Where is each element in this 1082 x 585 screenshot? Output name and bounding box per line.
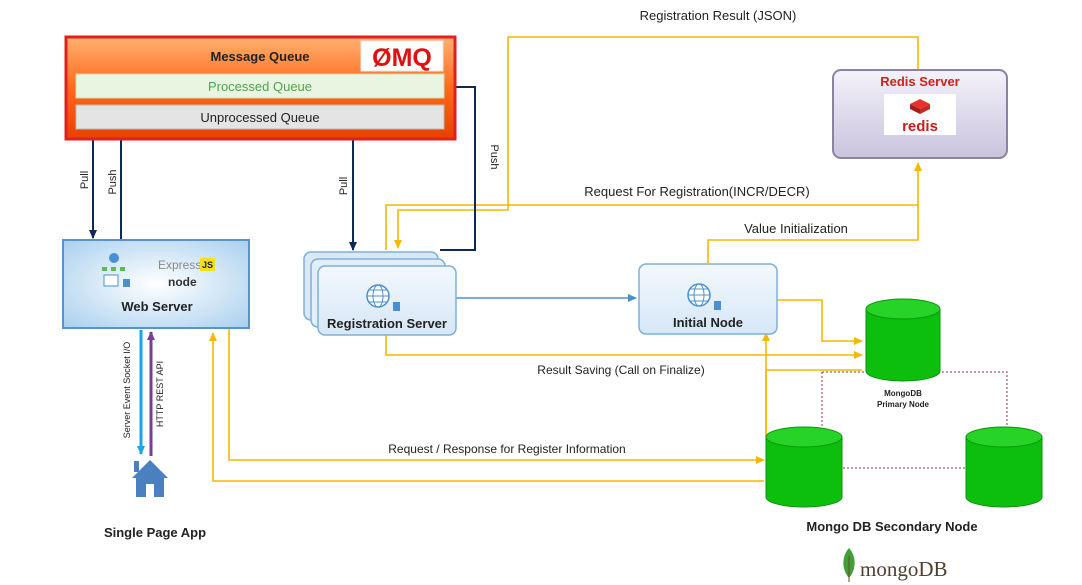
value-initialization-line [707,205,919,263]
globe-icon [687,283,721,310]
processed-queue-label: Processed Queue [208,79,312,94]
redis-logo-text: redis [902,118,938,135]
mongodb-logo-text: mongoDB [860,557,948,581]
mongo-primary-cylinder: MongoDB Primary Node [865,298,941,409]
result-saving-label: Result Saving (Call on Finalize) [537,363,704,377]
processed-queue [75,73,445,99]
registration-result-label: Registration Result (JSON) [640,8,797,23]
request-registration-label: Request For Registration(INCR/DECR) [584,184,809,199]
unprocessed-queue [75,104,445,130]
registration-server: Registration Server [303,251,457,336]
initial-node-title: Initial Node [673,315,743,330]
mongo-secondary-title: Mongo DB Secondary Node [806,519,977,534]
pull-left-label: Pull [79,171,91,189]
express-text: Express [158,258,201,272]
http-rest-label: HTTP REST API [155,361,165,427]
unprocessed-queue-label: Unprocessed Queue [200,110,319,125]
globe-icon [366,284,400,311]
web-server: Express JS node Web Server [62,239,250,329]
registration-result-line [394,36,919,249]
secondary-to-web-line [209,332,764,482]
queue-connectors [89,83,637,456]
js-badge [200,258,215,271]
pull-mid-label: Pull [338,177,350,195]
js-badge-text: JS [202,260,213,270]
zeromq-logo: ØMQ [372,44,432,72]
initial-node: Initial Node [638,263,778,335]
mongo-secondary-cylinder-2 [965,426,1043,508]
result-saving-line [385,335,863,359]
registration-server-title: Registration Server [327,316,447,331]
spa-title: Single Page App [104,525,206,540]
request-registration-line [385,162,922,250]
redis-server-title: Redis Server [880,74,960,89]
request-response-line [228,327,765,464]
value-initialization-label: Value Initialization [744,221,848,236]
org-chart-icon [102,253,130,287]
message-queue-title: Message Queue [211,49,310,64]
push-right-line [440,83,476,251]
zeromq-logo-box [360,40,444,72]
redis-server: Redis Server redis [832,69,1008,159]
home-icon [132,460,168,497]
web-server-title: Web Server [121,299,192,314]
orange-connectors [209,36,922,482]
mongo-primary-label-1: MongoDB [884,389,922,398]
server-event-label: Server Event Socket I/O [122,342,132,439]
message-queue: Message Queue ØMQ Processed Queue Unproc… [64,35,457,141]
node-text: node [168,275,197,289]
redis-cube-icon [910,99,930,114]
mongodb-leaf-icon [843,548,855,582]
push-right-label: Push [488,144,500,169]
push-left-label: Push [107,169,119,194]
initial-to-primary-line [777,299,863,345]
mongo-secondary-cylinder-1 [765,426,843,508]
request-response-label: Request / Response for Register Informat… [388,442,625,456]
mongo-primary-label-2: Primary Node [877,400,930,409]
